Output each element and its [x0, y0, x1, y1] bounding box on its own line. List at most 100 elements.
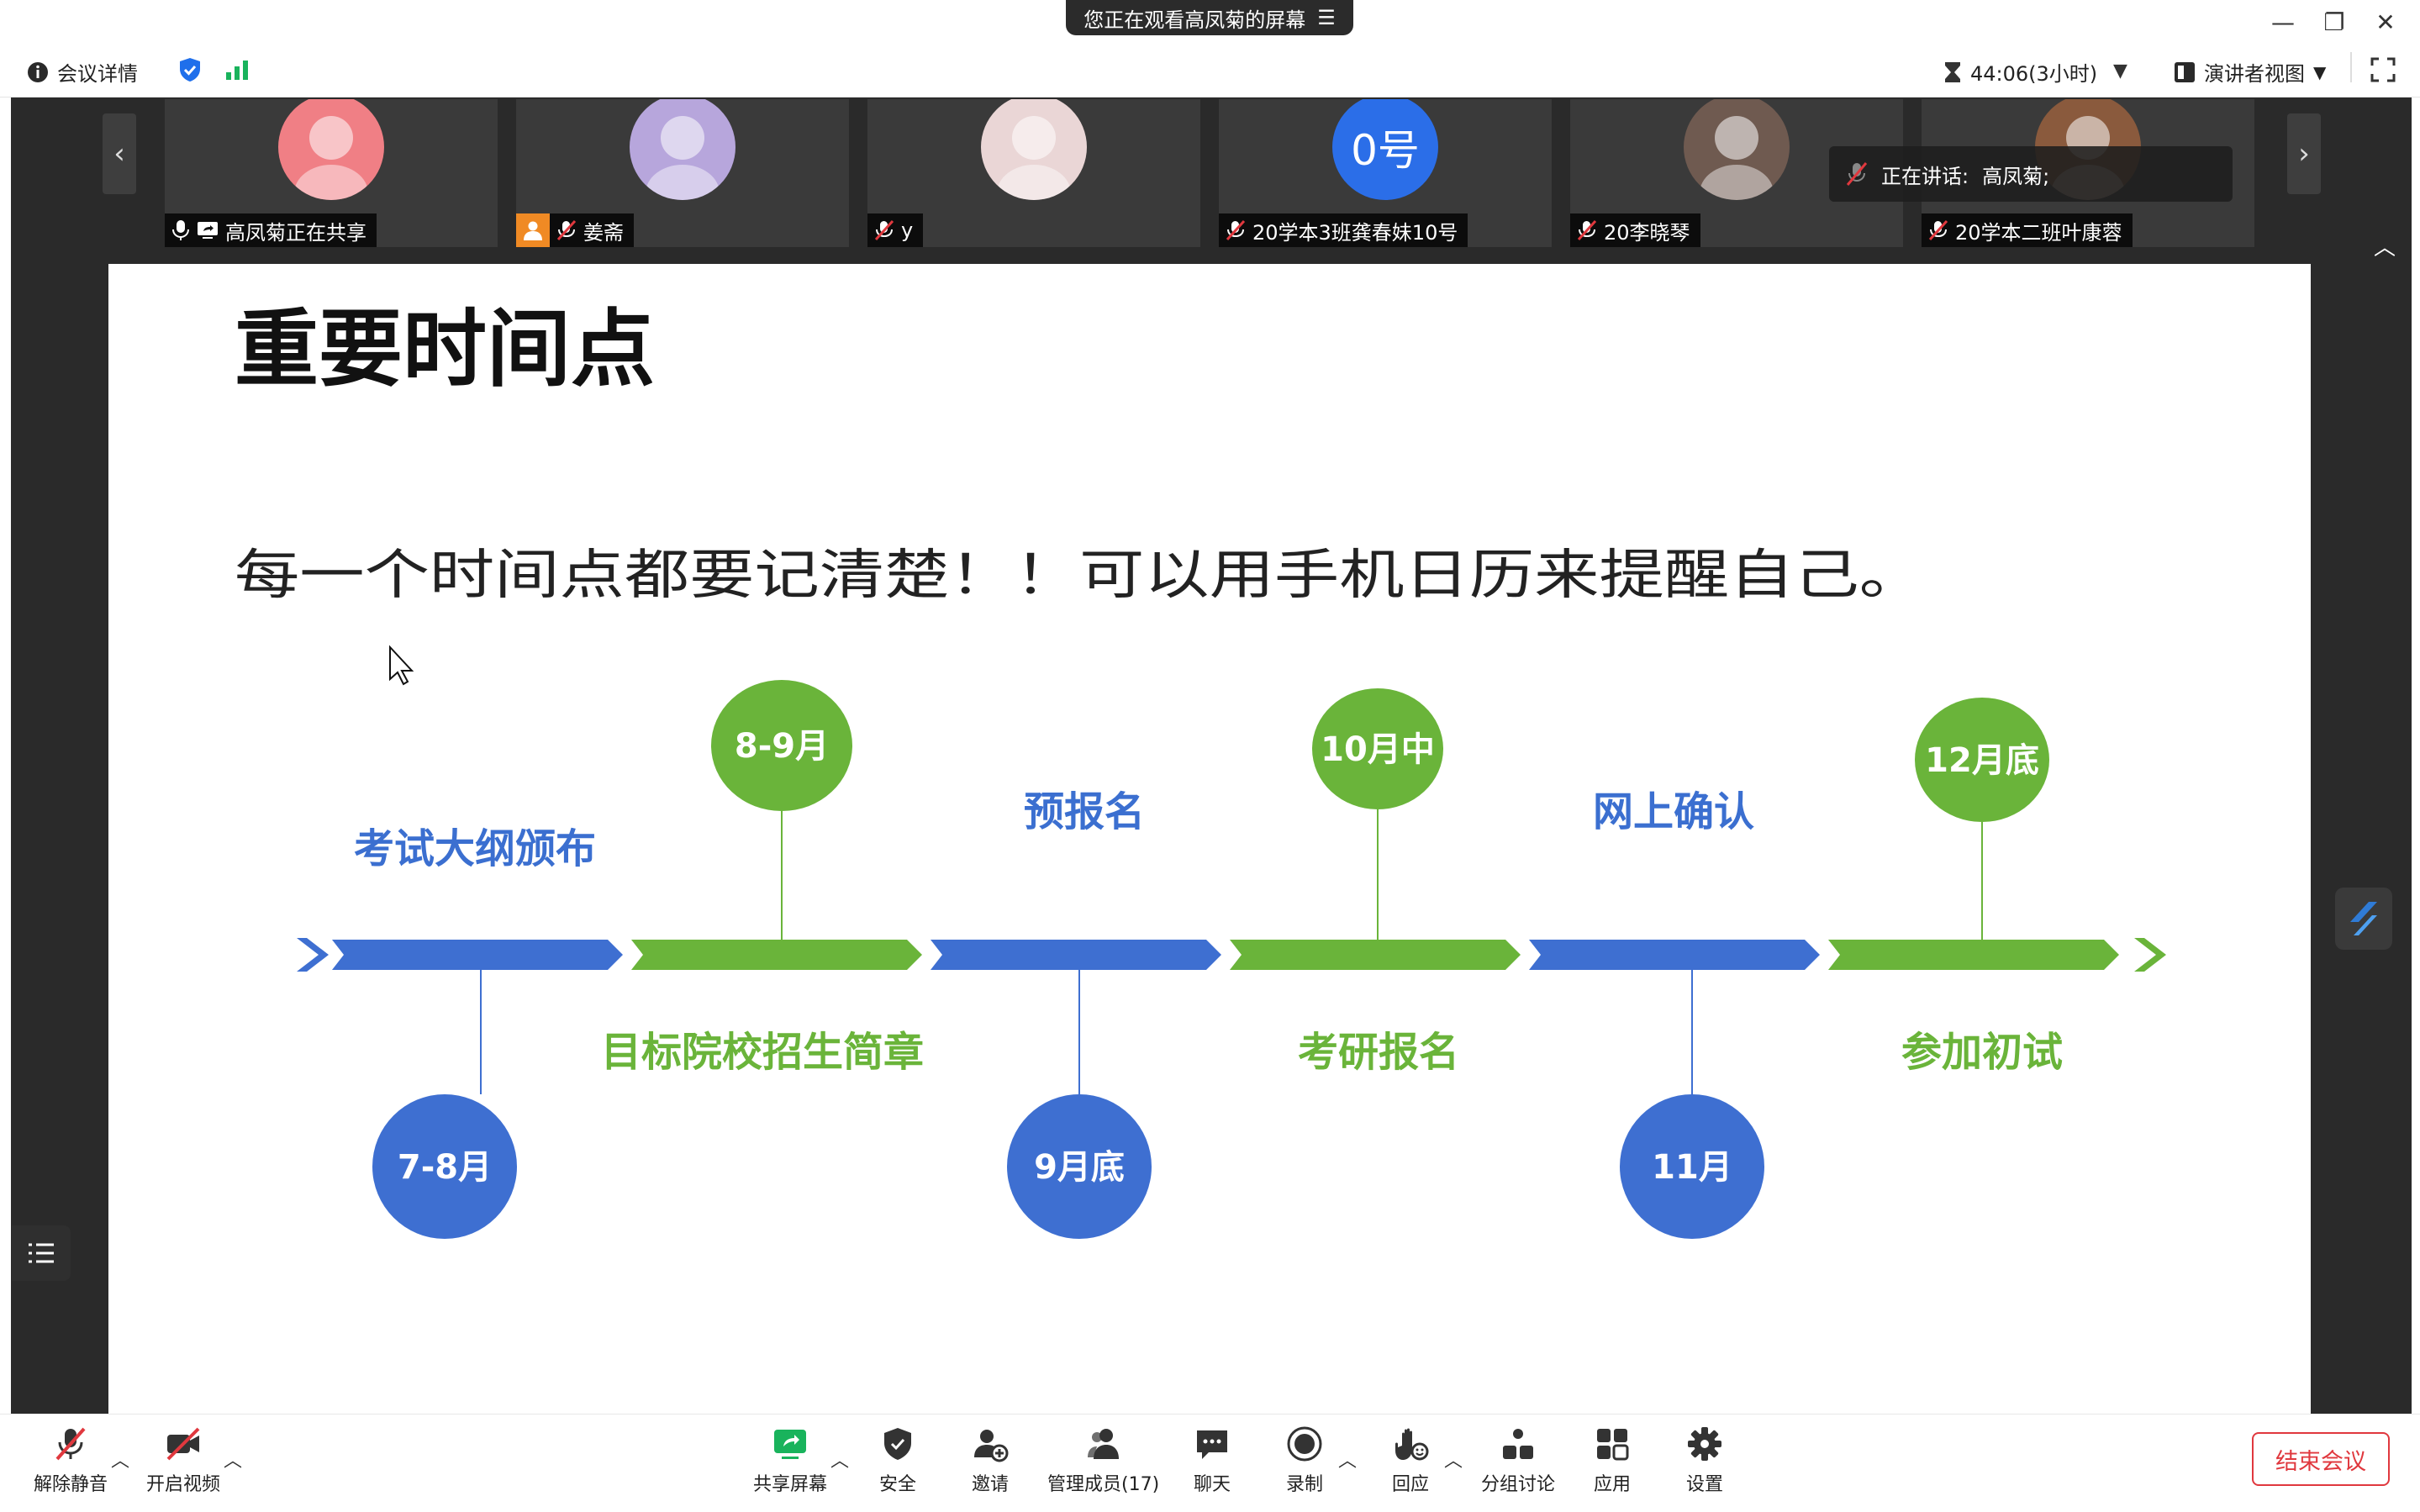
reactions-options-caret[interactable]: ︿	[1444, 1451, 1463, 1472]
milestone-date: 9月底	[1034, 1148, 1125, 1187]
view-mode-label: 演讲者视图	[2204, 62, 2305, 86]
shield-check-icon[interactable]	[178, 57, 202, 82]
timeline-segment	[931, 940, 1221, 970]
participants-button[interactable]: 管理成员(17)	[1047, 1425, 1159, 1496]
avatar	[278, 99, 384, 200]
participant-name-tag: y	[867, 213, 924, 247]
unmute-label: 解除静音	[34, 1474, 108, 1495]
collapse-strip-button[interactable]: ︿	[2359, 229, 2411, 262]
slide-title: 重要时间点	[235, 300, 655, 398]
reactions-label: 回应	[1392, 1474, 1430, 1495]
participant-name-tag: 20李晓琴	[1570, 213, 1700, 247]
apps-label: 应用	[1594, 1474, 1632, 1495]
chevron-right-icon: ›	[2298, 137, 2310, 171]
participant-name-tag: 姜斋	[516, 213, 634, 247]
milestone-date: 7-8月	[398, 1148, 492, 1187]
participant-name: y	[901, 219, 914, 242]
milestone-event: 考试大纲颁布	[354, 825, 596, 872]
outline-toggle-button[interactable]	[12, 1225, 71, 1281]
hourglass-icon	[1945, 61, 1960, 82]
muted-mic-icon	[1226, 219, 1246, 241]
record-button[interactable]: 录制	[1286, 1425, 1323, 1496]
users-icon	[1087, 1429, 1119, 1459]
milestone-date: 10月中	[1321, 730, 1435, 769]
participant-name-tag: 高凤菊正在共享	[165, 213, 377, 247]
video-options-caret[interactable]: ︿	[224, 1451, 243, 1472]
milestone-event: 预报名	[1024, 788, 1145, 835]
record-options-caret[interactable]: ︿	[1338, 1451, 1358, 1472]
participants-label: 管理成员(17)	[1047, 1474, 1160, 1495]
milestone-event: 网上确认	[1593, 788, 1754, 835]
timeline-end-chevron	[2134, 938, 2166, 972]
video-off-icon	[166, 1427, 200, 1461]
participant-tile[interactable]: 高凤菊正在共享	[165, 99, 498, 247]
chevron-up-icon: ︿	[2373, 234, 2396, 261]
muted-mic-icon	[874, 219, 894, 241]
milestone-badge	[1620, 1094, 1764, 1239]
breakout-rooms-button[interactable]: 分组讨论	[1481, 1425, 1555, 1496]
speaker-view-icon	[2175, 61, 2195, 82]
meeting-toolbar	[0, 1414, 2420, 1512]
unmute-button[interactable]: 解除静音	[34, 1425, 108, 1496]
participant-tile[interactable]: 姜斋	[516, 99, 849, 247]
audio-options-caret[interactable]: ︿	[111, 1451, 130, 1472]
participant-name: 20李晓琴	[1604, 220, 1690, 245]
milestone-badge	[1915, 698, 2049, 822]
chat-button[interactable]: 聊天	[1194, 1425, 1231, 1496]
meeting-details-label: 会议详情	[57, 62, 138, 86]
meeting-details-button[interactable]: 会议详情	[27, 57, 138, 87]
breakout-rooms-label: 分组讨论	[1481, 1474, 1556, 1495]
apps-grid-icon	[1597, 1429, 1629, 1461]
view-mode-button[interactable]: 演讲者视图 ▼	[2174, 57, 2326, 87]
menu-icon: ☰	[1317, 6, 1336, 29]
screen-share-banner-text: 您正在观看高凤菊的屏幕	[1083, 8, 1306, 32]
share-screen-icon	[774, 1430, 806, 1459]
chat-label: 聊天	[1194, 1474, 1231, 1495]
milestone-badge	[711, 680, 852, 811]
screen-share-banner[interactable]: 您正在观看高凤菊的屏幕 ☰	[1066, 0, 1353, 35]
close-button[interactable]: ✕	[2375, 8, 2396, 36]
minimize-button[interactable]: —	[2271, 8, 2295, 36]
divider	[2350, 52, 2352, 82]
invite-button[interactable]: 邀请	[972, 1425, 1009, 1496]
share-options-caret[interactable]: ︿	[830, 1451, 850, 1472]
gear-icon	[1688, 1427, 1721, 1461]
end-meeting-button[interactable]: 结束会议	[2252, 1432, 2390, 1486]
settings-button[interactable]: 设置	[1686, 1425, 1723, 1496]
participant-tile[interactable]: y	[867, 99, 1200, 247]
timer-dropdown-icon[interactable]: ▼	[2113, 61, 2127, 82]
gallery-next-button[interactable]: ›	[2287, 113, 2321, 194]
security-button[interactable]: 安全	[879, 1425, 916, 1496]
settings-label: 设置	[1686, 1474, 1724, 1495]
annotate-button[interactable]	[2335, 888, 2392, 950]
timeline-segment	[332, 940, 623, 970]
speaking-label: 正在讲话:	[1881, 164, 1969, 188]
avatar	[981, 99, 1087, 200]
muted-mic-icon	[556, 219, 577, 241]
shield-icon	[884, 1428, 911, 1460]
muted-mic-icon	[1577, 219, 1597, 241]
milestone-badge	[1007, 1094, 1152, 1239]
restore-button[interactable]: ❐	[2323, 8, 2345, 36]
start-video-button[interactable]: 开启视频	[146, 1425, 220, 1496]
muted-mic-icon	[1846, 162, 1868, 186]
fullscreen-icon[interactable]	[2370, 57, 2396, 82]
meeting-timer[interactable]: 44:06(3小时)	[1943, 57, 2097, 87]
list-icon	[29, 1243, 54, 1263]
milestone-badge	[372, 1094, 517, 1239]
milestone-date: 11月	[1652, 1148, 1732, 1187]
hand-wave-icon	[1395, 1428, 1429, 1461]
end-meeting-label: 结束会议	[2275, 1448, 2366, 1475]
gallery-prev-button[interactable]: ‹	[103, 113, 136, 194]
signal-bars-icon[interactable]	[225, 59, 249, 81]
apps-button[interactable]: 应用	[1594, 1425, 1631, 1496]
screen-share-icon	[198, 222, 218, 239]
avatar: 0号	[1332, 99, 1438, 200]
timeline-start-chevron	[297, 938, 329, 972]
share-screen-button[interactable]: 共享屏幕	[753, 1425, 827, 1496]
reactions-button[interactable]: 回应	[1392, 1425, 1429, 1496]
speaking-name: 高凤菊;	[1982, 164, 2050, 188]
milestone-date: 8-9月	[735, 727, 829, 766]
timeline-segment	[1529, 940, 1820, 970]
